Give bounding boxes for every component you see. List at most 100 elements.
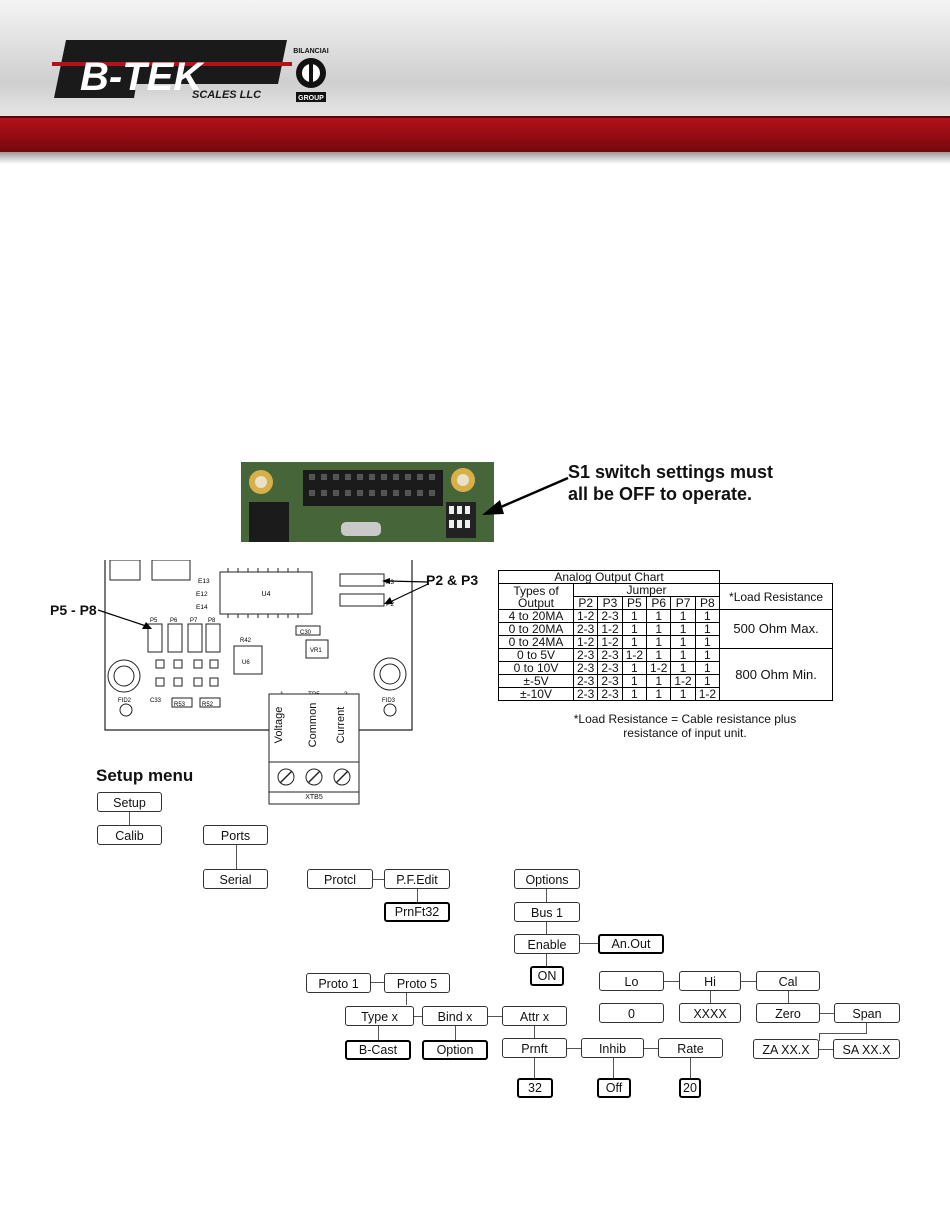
logo-subtitle: SCALES LLC: [192, 89, 262, 101]
menu-protcl[interactable]: Protcl: [307, 869, 373, 889]
connector: [417, 889, 418, 902]
pcb-r52: R52: [202, 702, 214, 708]
row-type: 4 to 20MA: [498, 609, 574, 623]
menu-proto1[interactable]: Proto 1: [306, 973, 371, 993]
btek-logo: B-TEK SCALES LLC: [52, 40, 292, 101]
menu-hi-value[interactable]: XXXX: [679, 1003, 741, 1023]
menu-enable[interactable]: Enable: [514, 934, 580, 954]
menu-on[interactable]: ON: [530, 966, 564, 986]
terminal-labels: Voltage Common Current: [268, 693, 360, 761]
menu-prnft-value[interactable]: 32: [517, 1078, 553, 1098]
pcb-p2: P2: [386, 601, 394, 608]
menu-ports[interactable]: Ports: [203, 825, 268, 845]
menu-serial[interactable]: Serial: [203, 869, 268, 889]
menu-type-x[interactable]: Type x: [345, 1006, 414, 1026]
p2p3-arrows: [382, 578, 429, 604]
cell: 1: [646, 648, 672, 662]
menu-options[interactable]: Options: [514, 869, 580, 889]
header-shadow: [0, 152, 950, 164]
cell: 1-2: [621, 648, 648, 662]
pcb-p7: P7: [190, 618, 198, 624]
menu-hi[interactable]: Hi: [679, 971, 741, 991]
cell: 2-3: [572, 648, 599, 662]
menu-calib[interactable]: Calib: [97, 825, 162, 845]
s1-note-line1: S1 switch settings must: [568, 462, 774, 482]
menu-lo[interactable]: Lo: [599, 971, 664, 991]
label-p2-p3: P2 & P3: [426, 572, 479, 588]
row-type: ±-5V: [498, 674, 574, 688]
cell: 1-2: [572, 609, 599, 623]
menu-inhib[interactable]: Inhib: [581, 1038, 644, 1058]
label-p5-p8: P5 - P8: [50, 602, 97, 618]
connector: [488, 1016, 502, 1017]
cell: 1-2: [597, 635, 623, 649]
pcb-e13: E13: [198, 578, 210, 585]
pcb-p8: P8: [208, 618, 216, 624]
cell: 1: [670, 687, 696, 701]
menu-proto5[interactable]: Proto 5: [384, 973, 450, 993]
connector: [788, 991, 789, 1003]
cell: 2-3: [572, 622, 599, 636]
connector: [644, 1048, 658, 1049]
cell: 1: [646, 609, 672, 623]
cell: 2-3: [572, 687, 599, 701]
menu-option[interactable]: Option: [422, 1040, 488, 1060]
cell: 1: [670, 609, 696, 623]
cell: 1-2: [572, 635, 599, 649]
terminal-id: XTB5: [305, 794, 323, 801]
connector: [866, 1023, 867, 1033]
cell: 1: [646, 622, 672, 636]
menu-an-out[interactable]: An.Out: [598, 934, 664, 954]
connector: [580, 943, 598, 944]
connector: [820, 1013, 834, 1014]
cell: 1-2: [646, 661, 672, 675]
cell: 1: [621, 674, 648, 688]
menu-sa[interactable]: SA XX.X: [833, 1039, 900, 1059]
menu-span[interactable]: Span: [834, 1003, 900, 1023]
terminal-block: [268, 693, 360, 805]
row-type: 0 to 5V: [498, 648, 574, 662]
menu-bind-x[interactable]: Bind x: [422, 1006, 488, 1026]
menu-prnft[interactable]: Prnft: [502, 1038, 567, 1058]
menu-inhib-value[interactable]: Off: [597, 1078, 631, 1098]
cell: 1: [621, 635, 648, 649]
menu-setup[interactable]: Setup: [97, 792, 162, 812]
cell: 1: [670, 622, 696, 636]
menu-rate[interactable]: Rate: [658, 1038, 723, 1058]
menu-attr-x[interactable]: Attr x: [502, 1006, 567, 1026]
pcb-p6: P6: [170, 618, 178, 624]
menu-lo-value[interactable]: 0: [599, 1003, 664, 1023]
cell: 1: [694, 661, 721, 675]
menu-b-cast[interactable]: B-Cast: [345, 1040, 411, 1060]
terminal-common: Common: [307, 702, 319, 748]
pcb-e12: E12: [196, 591, 208, 598]
cell: 1: [621, 609, 648, 623]
row-type: 0 to 20MA: [498, 622, 574, 636]
menu-bus1[interactable]: Bus 1: [514, 902, 580, 922]
cell: 2-3: [597, 674, 623, 688]
menu-rate-value[interactable]: 20: [679, 1078, 701, 1098]
group-top-text: BILANCIAI: [293, 48, 328, 55]
menu-prnft32[interactable]: PrnFt32: [384, 902, 450, 922]
connector: [819, 1049, 833, 1050]
cell: 1: [694, 674, 721, 688]
menu-cal[interactable]: Cal: [756, 971, 820, 991]
menu-pf-edit[interactable]: P.F.Edit: [384, 869, 450, 889]
cell: 1: [694, 648, 721, 662]
connector: [690, 1058, 691, 1078]
menu-zero[interactable]: Zero: [756, 1003, 820, 1023]
cell: 1: [646, 687, 672, 701]
cell: 1: [694, 635, 721, 649]
cell: 1: [670, 648, 696, 662]
load-ma: 500 Ohm Max.: [719, 609, 834, 649]
connector: [455, 1026, 456, 1042]
p5p8-arrow: [97, 609, 152, 629]
cell: 2-3: [572, 661, 599, 675]
pcb-fid2: FID2: [118, 698, 132, 704]
menu-za[interactable]: ZA XX.X: [753, 1039, 819, 1059]
